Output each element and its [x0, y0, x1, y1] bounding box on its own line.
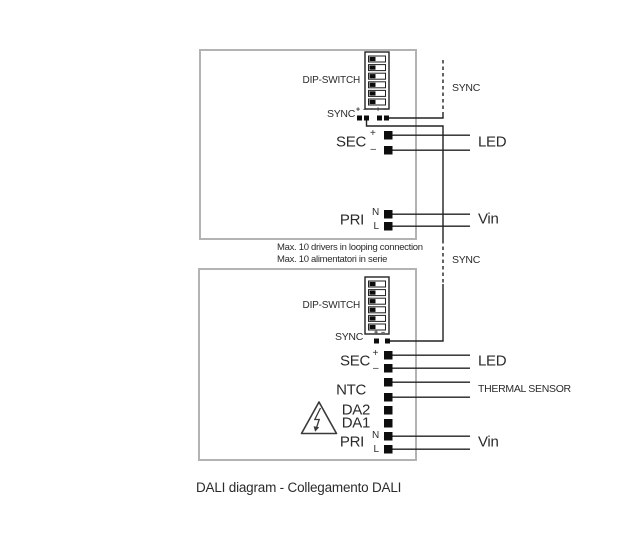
driver1-vin-label: Vin [478, 210, 499, 228]
driver1-sec-plus: + [370, 128, 376, 139]
driver2-sec-plus-terminal [384, 351, 393, 360]
driver2-sec-minus-terminal [384, 364, 393, 373]
driver2-sync-pair-polarity: +– [374, 330, 385, 337]
driver1-enclosure [199, 49, 417, 240]
driver1-pri-n: N [372, 207, 380, 218]
driver2-dip-switch-label: DIP-SWITCH [302, 300, 361, 311]
driver2-sync-terminals [374, 338, 390, 344]
plus-sign: + [376, 106, 381, 114]
looping-note: Max. 10 drivers in looping connection Ma… [277, 242, 423, 266]
driver1-led-label: LED [478, 133, 507, 151]
dip-switch-icon [364, 276, 390, 335]
driver2-sec-plus: + [372, 348, 379, 359]
driver1-sync-pair1-polarity: +– [356, 107, 367, 114]
driver2-ntc-terminal-2 [384, 393, 393, 402]
sync-bus-mid-label: SYNC [452, 253, 480, 266]
driver1-sync-label: SYNC [327, 107, 355, 120]
driver2-da2-terminal [384, 406, 393, 415]
driver2-sync-label: SYNC [335, 330, 363, 343]
driver2-led-label: LED [478, 352, 507, 370]
driver1-pri-label: PRI [339, 211, 364, 229]
sync-wire-driver2-in [390, 284, 444, 342]
driver1-pri-l: L [373, 220, 380, 232]
minus-sign: – [363, 106, 367, 114]
minus-sign: – [383, 106, 387, 114]
driver2-ntc-terminal-1 [384, 378, 393, 387]
driver2-ntc-label: NTC [336, 381, 366, 399]
sync-wire-driver1-out [365, 120, 444, 240]
driver2-da2-label: DA2 [341, 401, 371, 419]
driver2-da1-terminal [384, 419, 393, 428]
driver1-pri-n-terminal [384, 210, 393, 219]
dip-switch-icon [364, 51, 390, 110]
driver2-sec-label: SEC [340, 352, 370, 370]
driver2-pri-n: N [372, 430, 380, 441]
driver1-sync-pair2-polarity: +– [376, 107, 387, 114]
driver2-da1-label: DA1 [341, 414, 371, 432]
sync-bus-top-label: SYNC [452, 81, 480, 94]
driver1-sec-minus-terminal [384, 146, 393, 155]
diagram-caption: DALI diagram - Collegamento DALI [196, 480, 402, 495]
driver2-vin-label: Vin [478, 433, 499, 451]
plus-sign: + [356, 106, 361, 114]
driver1-sec-label: SEC [336, 133, 366, 151]
minus-sign: – [381, 329, 385, 337]
high-voltage-warning-icon [300, 401, 338, 435]
driver2-pri-l-terminal [384, 445, 393, 454]
driver1-sec-minus: – [370, 144, 377, 155]
sync-wire-driver1-in [389, 113, 444, 119]
driver2-pri-n-terminal [384, 432, 393, 441]
looping-note-line1: Max. 10 drivers in looping connection [277, 242, 423, 253]
driver1-dip-switch-label: DIP-SWITCH [302, 75, 361, 86]
driver2-sec-minus: – [373, 362, 379, 374]
driver1-sync-terminals [357, 115, 389, 121]
driver1-pri-l-terminal [384, 222, 393, 231]
driver2-pri-l: L [373, 443, 380, 455]
driver2-enclosure [198, 268, 417, 461]
driver1-sec-plus-terminal [384, 131, 393, 140]
driver2-pri-label: PRI [339, 433, 364, 451]
driver2-thermal-sensor-label: THERMAL SENSOR [478, 382, 571, 395]
plus-sign: + [374, 329, 379, 337]
looping-note-line2: Max. 10 alimentatori in serie [277, 254, 388, 265]
